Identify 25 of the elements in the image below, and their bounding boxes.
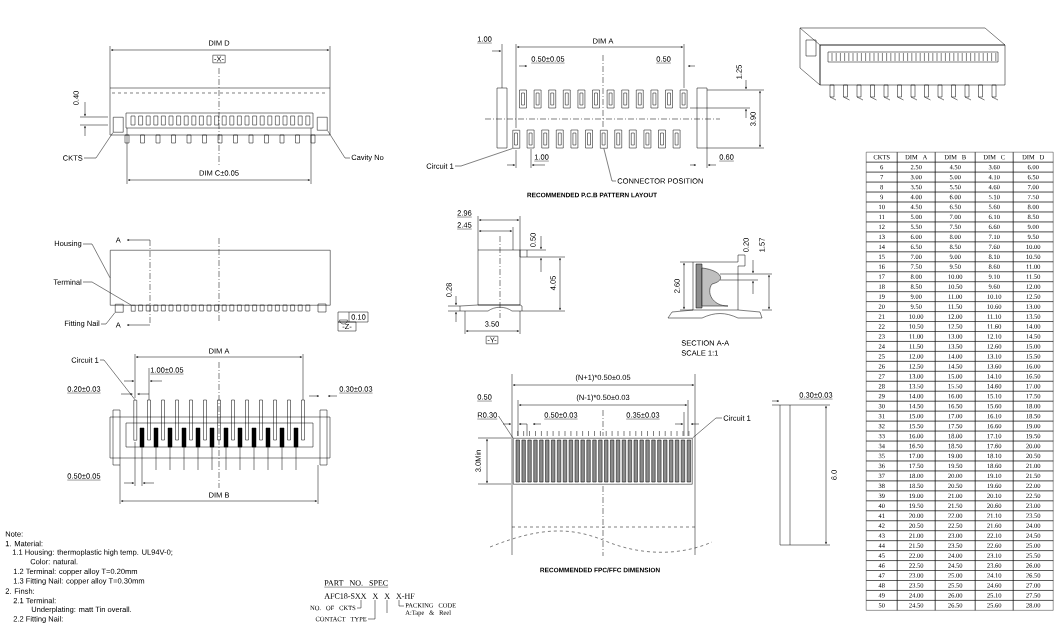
leader-line [454,148,513,167]
leader-line [367,599,376,620]
leader-line [327,130,351,159]
fitting-nail [115,304,124,313]
leader-line [99,359,136,401]
housing-body [110,250,331,306]
leader-line [100,312,116,325]
solder-pad [600,130,608,149]
contact-area [513,438,693,485]
leader-line [603,148,617,182]
leader-line [82,243,111,278]
part-number-heading: PART NO. SPEC [324,580,389,588]
leader-line [498,415,514,439]
leader-line [692,417,723,439]
part-number-text: AFC18-SXX X X X-HF [324,593,415,599]
solder-pad [512,130,520,149]
socket-square [113,117,124,133]
leader-line [82,281,132,306]
terminal-pin [131,305,136,312]
socket-square [317,117,328,131]
contact-pin [133,400,137,441]
leader-line [398,599,405,607]
leader-line [356,599,362,609]
leader-line [386,599,388,614]
leader-line [83,132,114,159]
